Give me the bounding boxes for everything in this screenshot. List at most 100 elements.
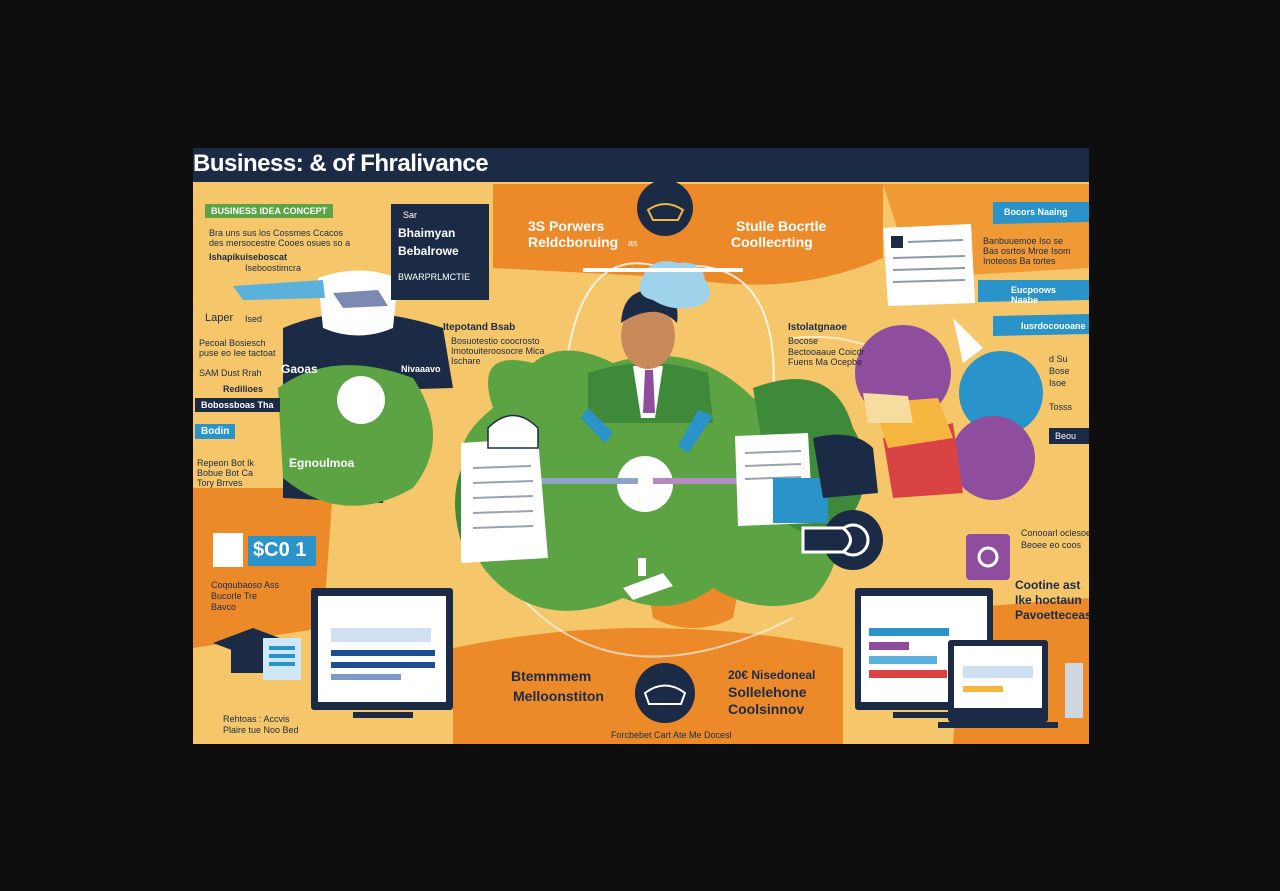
left-para1: Bra uns sus los Cossmes Ccacos — [209, 228, 344, 238]
person-tie — [643, 370, 655, 413]
right-r-para3: Isoe — [1049, 378, 1067, 388]
left-p-para1: Pecoal Bosiesch — [199, 338, 266, 348]
bottom-footer: Forcbebet Cart Ate Me Docesl — [611, 730, 732, 740]
right-para1: Bectooaaue Coicdr — [788, 347, 865, 357]
navy-ring — [823, 510, 883, 570]
teal-bar-left — [581, 408, 613, 443]
right-cc-head: Conooarl oclesoe — [1021, 528, 1089, 538]
monitor-right-bar3 — [869, 656, 937, 664]
monitor-left-bar4 — [331, 674, 401, 680]
right-r-tag: Beou — [1055, 431, 1077, 441]
right-para2: Fuens Ma Ocepbe — [788, 357, 863, 367]
mid-para2: Imotouiteroosocre Mica — [451, 346, 545, 356]
right-sub: Bocose — [788, 336, 819, 346]
bottom-left-line2: Melloonstiton — [513, 688, 604, 704]
bottom-right-line3: Coolsinnov — [728, 701, 805, 717]
left-label-red: Ised — [245, 314, 263, 324]
right-r-para2: Bose — [1049, 366, 1070, 376]
right-r-para4: Tosss — [1049, 402, 1073, 412]
teal-bar-right — [678, 410, 713, 453]
laptop-base — [938, 722, 1058, 728]
top-orange-band — [493, 184, 883, 285]
monitor-left-bar2 — [331, 650, 435, 656]
logo-bottom-mark — [643, 684, 687, 705]
teal-card — [773, 478, 828, 523]
left-n-para3: Tory Brrves — [197, 478, 243, 488]
helmet-shape — [487, 414, 539, 449]
top-left-line2: Reldcboruing — [528, 234, 619, 250]
price-badge-left — [213, 533, 243, 567]
center-label-n: Nivaaavo — [401, 364, 441, 374]
monitor-right-bar2 — [869, 642, 909, 650]
laptop-bar1 — [963, 666, 1033, 678]
left-banner: BUSINESS IDEA CONCEPT — [205, 204, 334, 218]
right-para1-text: Banbuuemoe Iso se — [983, 236, 1064, 246]
top-left-suffix: as — [628, 238, 638, 248]
left-sam: SAM Dust Rrah — [199, 368, 262, 378]
right-heading: Istolatgnaoe — [788, 322, 847, 333]
left-heading: Ishapikuiseboscat — [209, 252, 288, 262]
white-shard — [953, 318, 983, 363]
center-node — [617, 456, 673, 512]
mid-para1: Bosuotestio coocrosto — [451, 336, 540, 346]
center-emblem-stem — [638, 558, 646, 576]
right-tag1: Bocors Naaing — [1004, 207, 1068, 217]
center-emblem — [623, 573, 673, 600]
page-title: Business: & of Fhralivance — [193, 150, 489, 177]
top-right-line2: Coollecrting — [731, 234, 813, 250]
price-badge — [248, 536, 316, 566]
logo-top-mark — [646, 203, 685, 221]
blue-pennant — [233, 280, 325, 300]
swirl-line-bottom — [512, 587, 794, 658]
navy-box-line2: Bebalrowe — [398, 244, 459, 258]
doc-thumb — [891, 236, 903, 248]
center-label-gauge: Gaoas — [281, 362, 318, 376]
monitor-left-stand — [353, 712, 413, 718]
mid-para3: Ischare — [451, 356, 481, 366]
navy-card-right — [813, 434, 878, 498]
bottom-right-line2: Sollelehone — [728, 684, 807, 700]
laptop-bar2 — [963, 686, 1003, 692]
left-n-para2: Bobue Bot Ca — [197, 468, 254, 478]
monitor-left-screen — [318, 596, 446, 702]
purple-circle-bottom — [951, 416, 1035, 500]
center-pipe-right — [653, 478, 743, 484]
center-label-epea: Egnoulmoa — [289, 456, 355, 470]
monitor-left-bar1 — [331, 628, 431, 642]
right-r-para1: d Su — [1049, 354, 1068, 364]
monitor-right-bar4 — [869, 670, 947, 678]
monitor-left-bar3 — [331, 662, 435, 668]
cream-block — [863, 393, 913, 423]
navy-box-line1: Bhaimyan — [398, 226, 456, 240]
right-cc-big2: Ike hoctaun — [1015, 593, 1082, 607]
monitor-right-bar1 — [869, 628, 949, 636]
top-right-document — [883, 224, 975, 306]
left-caption1: Rehtoas : Accvis — [223, 714, 290, 724]
top-divider — [583, 268, 743, 272]
document-left-lines — [472, 465, 534, 529]
right-small-navy-tag — [1049, 428, 1089, 444]
left-p-para2: puse eo Iee tactoat — [199, 348, 276, 358]
left-n-para1: Repeon Bot Ik — [197, 458, 255, 468]
right-tag-2-shape — [978, 280, 1089, 302]
left-rediaes: Redilioes — [223, 384, 264, 394]
right-para3-text: Inoteoss Ba tortes — [983, 256, 1056, 266]
left-sub: Iseboostimcra — [245, 263, 302, 273]
right-tag-3-shape — [993, 314, 1089, 336]
gear-shape — [977, 546, 999, 568]
top-right-line1: Stulle Bocrtle — [736, 218, 827, 234]
left-head-visor — [333, 290, 388, 308]
header-bar — [193, 148, 1089, 182]
navy-info-box — [391, 204, 489, 300]
teal-circle — [959, 351, 1043, 435]
right-cc-big1: Cootine ast — [1015, 578, 1081, 592]
right-cc-sub: Beoee eo coos — [1021, 540, 1082, 550]
left-label-laper: Laper — [205, 312, 234, 324]
top-right-doc-lines — [892, 239, 966, 283]
chart-card-bars — [269, 646, 295, 666]
chart-card — [263, 638, 301, 680]
navy-connector — [801, 526, 852, 554]
tool-stand — [1065, 663, 1083, 718]
right-tag3: Iusrdocouoane — [1021, 321, 1086, 331]
right-tag2: Eucpoows Naabe — [1011, 285, 1057, 305]
